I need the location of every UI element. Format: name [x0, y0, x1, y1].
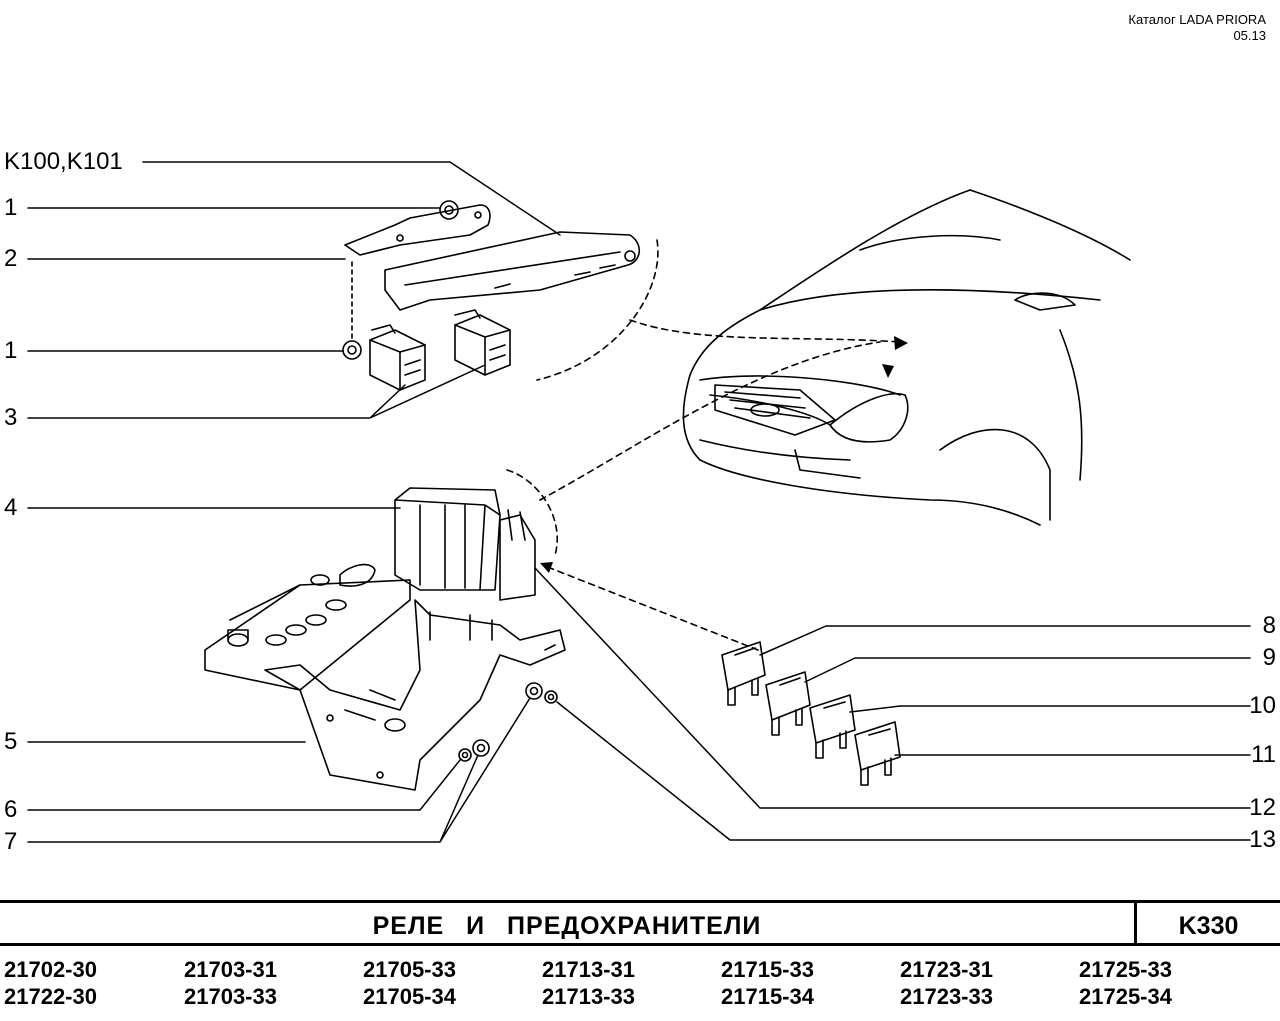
callout-5: 5: [4, 728, 18, 755]
callout-2: 2: [4, 245, 18, 272]
model-code: 21713-31: [542, 957, 635, 982]
model-code: 21715-33: [721, 957, 814, 982]
model-column: 21702-30 21722-30: [4, 956, 97, 1010]
callout-11: 11: [1251, 741, 1276, 768]
callout-3: 3: [4, 404, 18, 431]
model-code: 21703-31: [184, 957, 277, 982]
model-column: 21723-31 21723-33: [900, 956, 993, 1010]
battery: [204, 574, 411, 691]
mounting-block: [339, 487, 536, 601]
model-code: 21705-33: [363, 957, 456, 982]
model-code: 21725-33: [1079, 957, 1172, 982]
nut-7b: [525, 682, 543, 700]
support-bracket: [264, 599, 566, 791]
callout-1-lower: 1: [4, 337, 18, 364]
callout-1-upper: 1: [4, 194, 18, 221]
model-column: 21703-31 21703-33: [184, 956, 277, 1010]
relay-right: [454, 309, 511, 376]
model-column: 21715-33 21715-34: [721, 956, 814, 1010]
relay-left: [369, 324, 426, 391]
catalog-name: Каталог LADA PRIORA: [1128, 12, 1266, 27]
callout-7: 7: [4, 828, 18, 855]
callout-10: 10: [1249, 692, 1276, 719]
callout-8: 8: [1262, 612, 1276, 639]
model-code: 21702-30: [4, 957, 97, 982]
model-code: 21725-34: [1079, 984, 1172, 1009]
location-indicators: [506, 239, 901, 651]
model-code: 21713-33: [542, 984, 635, 1009]
callout-4: 4: [4, 494, 18, 521]
washer-13: [544, 690, 558, 704]
model-column: 21725-33 21725-34: [1079, 956, 1172, 1010]
nut-lower: [342, 340, 362, 360]
catalog-header: Каталог LADA PRIORA 05.13: [1128, 12, 1266, 44]
model-code: 21703-33: [184, 984, 277, 1009]
leader-lines: [27, 161, 1251, 843]
model-code: 21723-31: [900, 957, 993, 982]
washer-6: [458, 748, 472, 762]
parts-diagram: [27, 161, 1251, 843]
model-code: 21723-33: [900, 984, 993, 1009]
section-code: K330: [1134, 903, 1280, 943]
model-code: 21705-34: [363, 984, 456, 1009]
callout-6: 6: [4, 796, 18, 823]
fuse-10: [809, 694, 856, 759]
arrow-heads: [540, 336, 908, 573]
catalog-date: 05.13: [1233, 28, 1266, 43]
callout-13: 13: [1249, 826, 1276, 853]
model-code: 21715-34: [721, 984, 814, 1009]
page-title: РЕЛЕ И ПРЕДОХРАНИТЕЛИ: [372, 912, 762, 940]
fuse-9: [765, 671, 811, 736]
model-column: 21713-31 21713-33: [542, 956, 635, 1010]
nut-upper: [439, 200, 459, 220]
model-column: 21705-33 21705-34: [363, 956, 456, 1010]
nut-7a: [472, 739, 490, 757]
model-code: 21722-30: [4, 984, 97, 1009]
fuse-8: [721, 641, 766, 706]
callout-12: 12: [1249, 794, 1276, 821]
title-block: РЕЛЕ И ПРЕДОХРАНИТЕЛИ K330: [0, 900, 1280, 946]
callout-9: 9: [1262, 644, 1276, 671]
relay-bracket: [344, 204, 640, 311]
callout-k100-k101: K100,K101: [4, 148, 123, 175]
car-outline: [682, 189, 1131, 526]
fuse-11: [854, 721, 901, 786]
